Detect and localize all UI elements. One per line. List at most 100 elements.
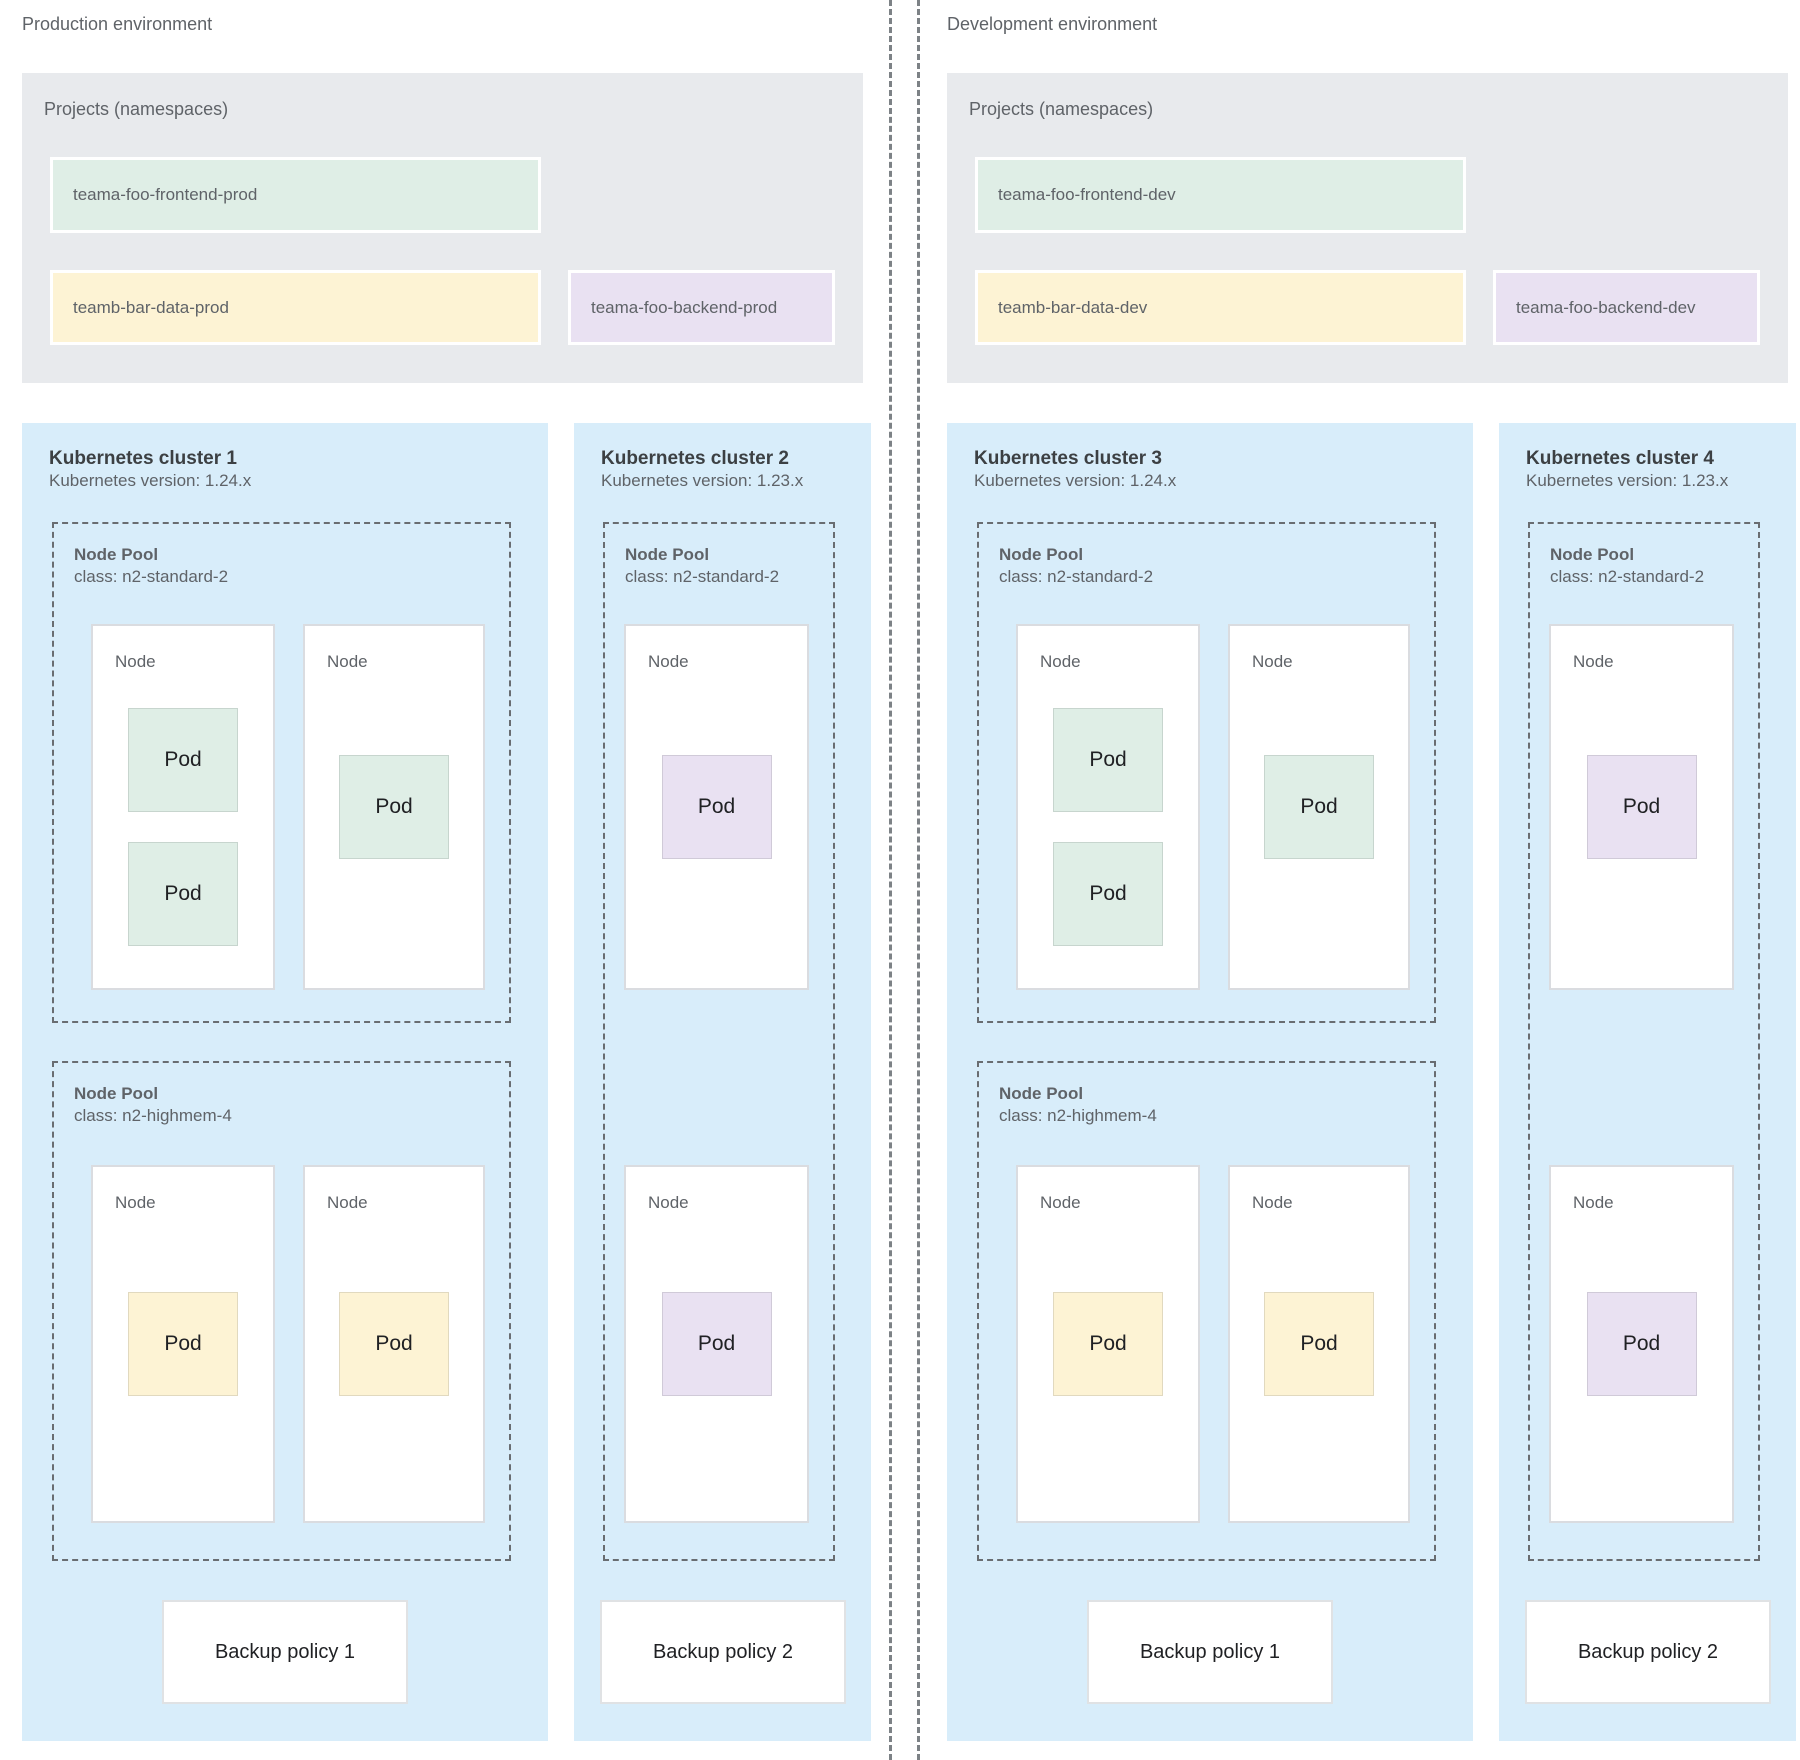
projects-title: Projects (namespaces) — [969, 99, 1154, 119]
node-label: Node — [1252, 652, 1293, 671]
cluster-title: Kubernetes cluster 3 — [974, 448, 1162, 469]
kubernetes-cluster-4: Kubernetes cluster 4 Kubernetes version:… — [1499, 423, 1796, 1741]
environment-separator-line — [889, 0, 892, 1760]
node-box: Node Pod — [1228, 1165, 1410, 1523]
pod-stack: Pod — [305, 1167, 483, 1521]
cluster-heading: Kubernetes cluster 3 Kubernetes version:… — [974, 447, 1176, 492]
pod-stack: Pod — [626, 626, 807, 988]
namespace-label: teamb-bar-data-prod — [73, 297, 229, 317]
cluster-version: Kubernetes version: 1.23.x — [1526, 471, 1729, 490]
node-pool-class: class: n2-standard-2 — [625, 567, 780, 586]
node-pool-heading: Node Pool class: n2-standard-2 — [625, 544, 779, 588]
pod-stack: Pod — [1018, 1167, 1198, 1521]
node-pool-heading: Node Pool class: n2-standard-2 — [999, 544, 1153, 588]
namespace-label: teamb-bar-data-dev — [998, 297, 1148, 317]
node-label: Node — [1040, 652, 1081, 671]
backup-policy-box: Backup policy 2 — [600, 1600, 846, 1704]
backup-policy-label: Backup policy 1 — [214, 1640, 356, 1663]
pod-box: Pod — [1264, 755, 1374, 859]
backup-policy-box: Backup policy 1 — [1087, 1600, 1333, 1704]
node-pool-class: class: n2-highmem-4 — [999, 1106, 1157, 1125]
node-label: Node — [1573, 652, 1614, 671]
node-box: Node Pod — [303, 1165, 485, 1523]
node-pool-box: Node Pool class: n2-standard-2 Node Pod … — [603, 522, 835, 1561]
kubernetes-cluster-3: Kubernetes cluster 3 Kubernetes version:… — [947, 423, 1473, 1741]
node-box: Node Pod — [1549, 624, 1734, 990]
node-pool-heading: Node Pool class: n2-highmem-4 — [999, 1083, 1157, 1127]
pod-stack: Pod — [1230, 1167, 1408, 1521]
cluster-heading: Kubernetes cluster 2 Kubernetes version:… — [601, 447, 803, 492]
pod-box: Pod — [128, 842, 238, 946]
pod-stack: Pod — [305, 626, 483, 988]
node-label: Node — [648, 652, 689, 671]
pod-box: Pod — [128, 1292, 238, 1396]
node-pool-class: class: n2-highmem-4 — [74, 1106, 232, 1125]
pod-box: Pod — [661, 755, 772, 859]
backup-policy-box: Backup policy 1 — [162, 1600, 408, 1704]
namespace-teamb-bar-data-prod: teamb-bar-data-prod — [50, 270, 541, 345]
pod-stack: Pod — [1230, 626, 1408, 988]
node-pool-heading: Node Pool class: n2-standard-2 — [74, 544, 228, 588]
cluster-title: Kubernetes cluster 2 — [601, 448, 789, 469]
cluster-version: Kubernetes version: 1.24.x — [974, 471, 1177, 490]
projects-title: Projects (namespaces) — [44, 99, 229, 119]
pod-stack: Pod — [1551, 1167, 1732, 1521]
backup-policy-box: Backup policy 2 — [1525, 1600, 1771, 1704]
node-label: Node — [327, 1193, 368, 1212]
namespace-teamb-bar-data-dev: teamb-bar-data-dev — [975, 270, 1466, 345]
production-environment: Production environment Projects (namespa… — [22, 0, 871, 1760]
namespace-label: teama-foo-backend-dev — [1516, 297, 1696, 317]
namespace-teama-foo-backend-prod: teama-foo-backend-prod — [568, 270, 835, 345]
pod-box: Pod — [1053, 842, 1163, 946]
projects-namespaces-box: Projects (namespaces) teama-foo-frontend… — [22, 73, 863, 383]
environment-label: Production environment — [22, 14, 213, 34]
pod-box: Pod — [1053, 1292, 1163, 1396]
backup-policy-label: Backup policy 1 — [1139, 1640, 1281, 1663]
node-label: Node — [327, 652, 368, 671]
pod-stack: Pod Pod — [1018, 626, 1198, 988]
node-label: Node — [115, 652, 156, 671]
node-pool-label: Node Pool — [74, 1084, 159, 1103]
pod-stack: Pod Pod — [93, 626, 273, 988]
namespace-label: teama-foo-frontend-dev — [998, 185, 1176, 204]
environment-label: Development environment — [947, 14, 1158, 34]
cluster-title: Kubernetes cluster 4 — [1526, 448, 1714, 469]
pod-box: Pod — [339, 755, 449, 859]
environment-separator-line — [917, 0, 920, 1760]
node-pool-label: Node Pool — [1550, 545, 1635, 564]
node-pool-label: Node Pool — [999, 1084, 1084, 1103]
node-pool-heading: Node Pool class: n2-standard-2 — [1550, 544, 1704, 588]
namespace-teama-foo-backend-dev: teama-foo-backend-dev — [1493, 270, 1760, 345]
node-pool-box: Node Pool class: n2-standard-2 Node Pod … — [52, 522, 511, 1023]
node-box: Node Pod — [91, 1165, 275, 1523]
pod-box: Pod — [1053, 708, 1163, 812]
pod-stack: Pod — [626, 1167, 807, 1521]
node-box: Node Pod — [624, 1165, 809, 1523]
pod-box: Pod — [1586, 1292, 1697, 1396]
node-pool-label: Node Pool — [999, 545, 1084, 564]
node-box: Node Pod — [624, 624, 809, 990]
projects-namespaces-box: Projects (namespaces) teama-foo-frontend… — [947, 73, 1788, 383]
node-label: Node — [1252, 1193, 1293, 1212]
development-environment: Development environment Projects (namesp… — [947, 0, 1796, 1760]
pod-stack: Pod — [1551, 626, 1732, 988]
node-pool-class: class: n2-standard-2 — [999, 567, 1154, 586]
cluster-title: Kubernetes cluster 1 — [49, 448, 237, 469]
cluster-version: Kubernetes version: 1.23.x — [601, 471, 804, 490]
namespace-label: teama-foo-frontend-prod — [73, 185, 258, 204]
node-label: Node — [1040, 1193, 1081, 1212]
pod-box: Pod — [661, 1292, 772, 1396]
namespace-label: teama-foo-backend-prod — [591, 297, 778, 317]
pod-box: Pod — [128, 708, 238, 812]
node-box: Node Pod — [1228, 624, 1410, 990]
namespace-teama-foo-frontend-dev: teama-foo-frontend-dev — [975, 157, 1466, 233]
node-pool-label: Node Pool — [625, 545, 710, 564]
node-pool-box: Node Pool class: n2-standard-2 Node Pod … — [977, 522, 1436, 1023]
pod-box: Pod — [1264, 1292, 1374, 1396]
node-pool-class: class: n2-standard-2 — [1550, 567, 1705, 586]
backup-policy-label: Backup policy 2 — [652, 1640, 794, 1663]
backup-policy-label: Backup policy 2 — [1577, 1640, 1719, 1663]
kubernetes-cluster-2: Kubernetes cluster 2 Kubernetes version:… — [574, 423, 871, 1741]
node-pool-class: class: n2-standard-2 — [74, 567, 229, 586]
